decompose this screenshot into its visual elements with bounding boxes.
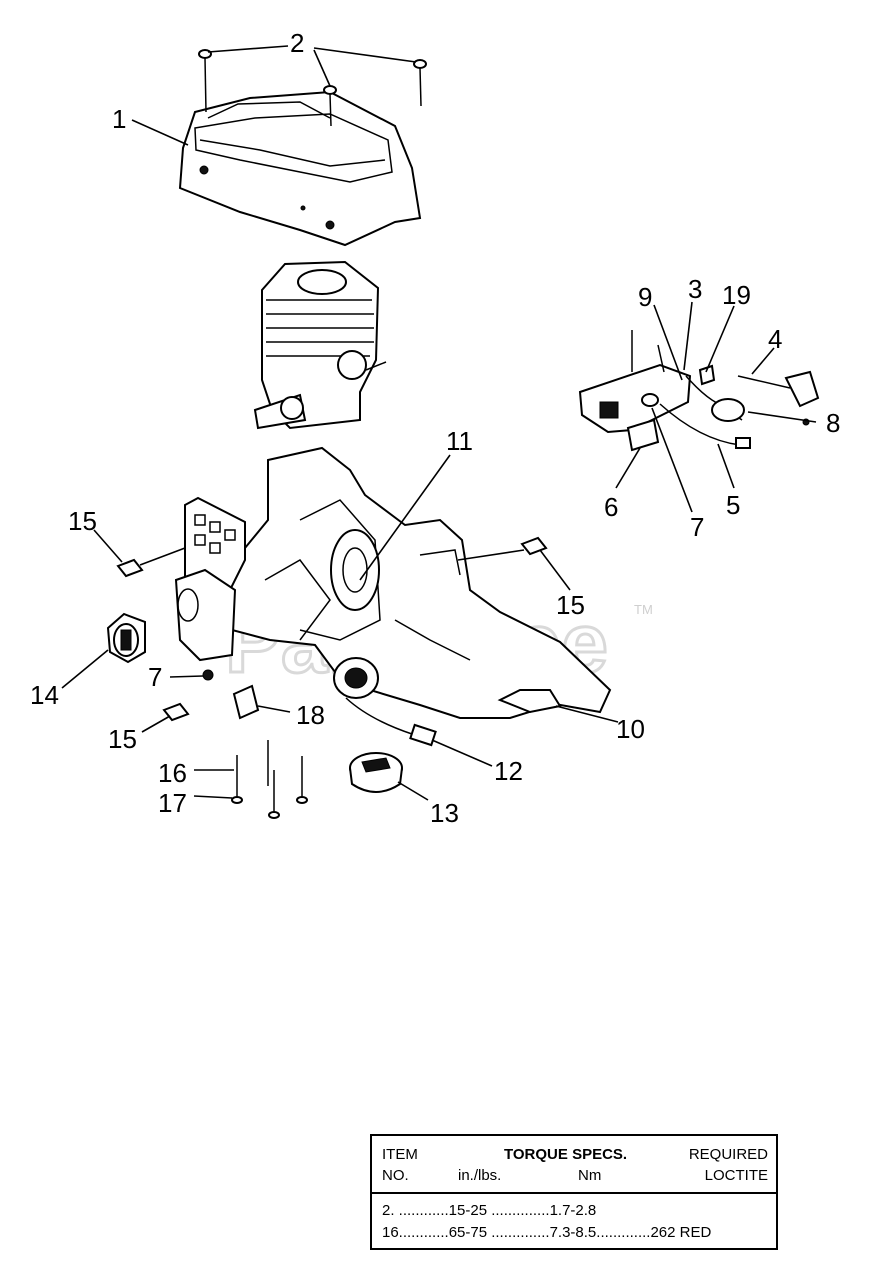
callout-13: 13	[430, 798, 459, 828]
callout-5: 5	[726, 490, 740, 520]
small-screw-part	[202, 669, 214, 681]
crankcase-housing-part	[213, 446, 612, 719]
header-loctite: LOCTITE	[704, 1167, 768, 1184]
callout-12: 12	[494, 756, 523, 786]
callout-11: 11	[446, 426, 473, 456]
cap-retainer-part	[333, 657, 437, 747]
header-nm: Nm	[578, 1167, 602, 1184]
engine-cylinder-part	[253, 260, 387, 430]
callout-19: 19	[722, 280, 751, 310]
grommet-part	[106, 612, 146, 664]
callout-9: 9	[638, 282, 652, 312]
header-required: REQUIRED	[688, 1146, 768, 1163]
header-no: NO.	[382, 1167, 409, 1184]
torque-spec-table: ITEM NO. TORQUE SPECS. in./lbs. Nm REQUI…	[370, 1134, 778, 1250]
header-item: ITEM	[382, 1146, 418, 1163]
tank-cap-part	[349, 752, 403, 793]
callout-17: 17	[158, 788, 187, 818]
leader-lines	[61, 45, 817, 801]
top-cover-part	[178, 90, 422, 247]
callout-4: 4	[768, 324, 782, 354]
torque-table-header: ITEM NO. TORQUE SPECS. in./lbs. Nm REQUI…	[372, 1136, 776, 1194]
torque-row-16: 16............65-75 ..............7.3-8.…	[382, 1224, 712, 1241]
header-in-lbs: in./lbs.	[458, 1167, 502, 1184]
watermark-trademark: TM	[634, 602, 653, 617]
callout-7-lower: 7	[148, 662, 162, 692]
side-plate-part	[174, 496, 246, 662]
callout-7-upper: 7	[690, 512, 704, 542]
torque-row-2: 2. ............15-25 ..............1.7-2…	[382, 1202, 597, 1219]
callout-15-upper-left: 15	[68, 506, 97, 536]
callout-6: 6	[604, 492, 618, 522]
callout-15-lower: 15	[108, 724, 137, 754]
callout-8: 8	[826, 408, 840, 438]
switch-assembly-part	[578, 330, 820, 452]
callout-labels: 1 2 3 4 5 6 7 7 8 9 10 11 12 13 14 15 15…	[30, 28, 840, 828]
clips-part	[116, 536, 548, 722]
callout-15-right: 15	[556, 590, 585, 620]
callout-10: 10	[616, 714, 645, 744]
pad-part	[232, 684, 260, 720]
header-torque-specs: TORQUE SPECS.	[504, 1146, 628, 1163]
callout-18: 18	[296, 700, 325, 730]
callout-2: 2	[290, 28, 304, 58]
callout-16: 16	[158, 758, 187, 788]
callout-3: 3	[688, 274, 702, 304]
callout-14: 14	[30, 680, 59, 710]
bolts-part	[231, 740, 308, 819]
callout-1: 1	[112, 104, 126, 134]
